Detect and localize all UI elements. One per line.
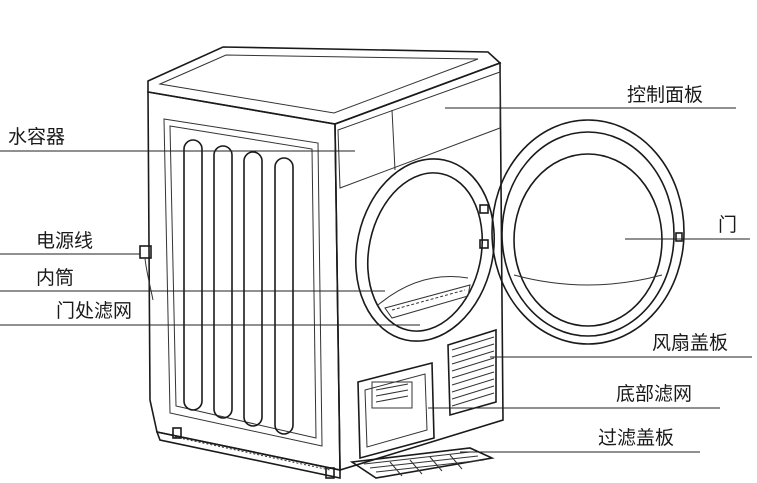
side-rib-3 xyxy=(243,151,263,427)
bottom-filter-opening xyxy=(357,361,435,460)
filter-cover-grid xyxy=(363,451,485,477)
door-latch xyxy=(675,232,683,242)
bottom-filter-frame xyxy=(364,373,428,448)
bottom-filter-area xyxy=(349,361,495,479)
label-door-filter: 门处滤网 xyxy=(56,300,133,322)
label-control-panel: 控制面板 xyxy=(627,84,704,106)
label-power-cord: 电源线 xyxy=(36,230,94,252)
leader-lines xyxy=(0,107,752,453)
door-filter-slot xyxy=(384,284,471,319)
fan-cover-slats xyxy=(451,336,495,407)
door-outer-ring xyxy=(491,119,685,345)
foot-right xyxy=(325,467,335,479)
base-vents xyxy=(174,436,331,471)
label-filter-cover: 过滤盖板 xyxy=(598,427,675,449)
dryer-front xyxy=(334,61,504,472)
side-rib-2 xyxy=(213,145,233,419)
inner-drum-lip xyxy=(377,276,469,306)
fan-cover-frame xyxy=(447,328,497,417)
fan-cover xyxy=(447,328,497,417)
dryer-body xyxy=(139,46,504,479)
label-door: 门 xyxy=(718,214,738,236)
dryer-top-inset xyxy=(158,54,479,114)
door xyxy=(491,119,685,345)
dryer-base xyxy=(155,430,341,479)
door-glass xyxy=(513,153,663,327)
bottom-filter-unit xyxy=(371,381,413,409)
door-filter-mesh xyxy=(391,289,466,311)
hinge-top xyxy=(479,204,489,214)
bottom-filter-mesh xyxy=(375,383,409,403)
label-fan-cover: 风扇盖板 xyxy=(652,332,729,354)
door-opening-outer xyxy=(354,158,496,342)
side-panel-frame-inner xyxy=(169,125,317,439)
foot-left xyxy=(172,427,182,439)
door-opening-inner xyxy=(366,172,484,332)
side-rib-1 xyxy=(183,139,203,411)
door-middle-ring xyxy=(501,131,675,337)
side-panel-frame xyxy=(163,118,323,447)
door-glass-bottom xyxy=(513,274,663,286)
filter-cover-panel xyxy=(349,447,495,479)
label-water-container: 水容器 xyxy=(8,126,66,148)
control-panel-band xyxy=(337,71,501,189)
door-opening xyxy=(354,158,496,342)
hinge-bottom xyxy=(479,239,489,249)
water-container-edge xyxy=(391,109,396,171)
label-bottom-filter: 底部滤网 xyxy=(616,383,693,405)
side-rib-4 xyxy=(274,157,294,435)
label-inner-drum: 内筒 xyxy=(36,267,75,289)
power-cord-wire xyxy=(144,257,154,301)
